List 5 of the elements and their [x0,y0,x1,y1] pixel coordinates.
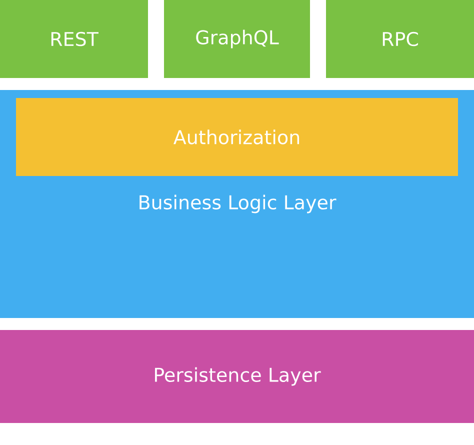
layer-box: Persistence Layer [0,330,474,423]
api-box: GraphQL [164,0,310,78]
api-box: RPC [326,0,474,78]
api-box: REST [0,0,148,78]
layer-box: Authorization [16,98,458,176]
